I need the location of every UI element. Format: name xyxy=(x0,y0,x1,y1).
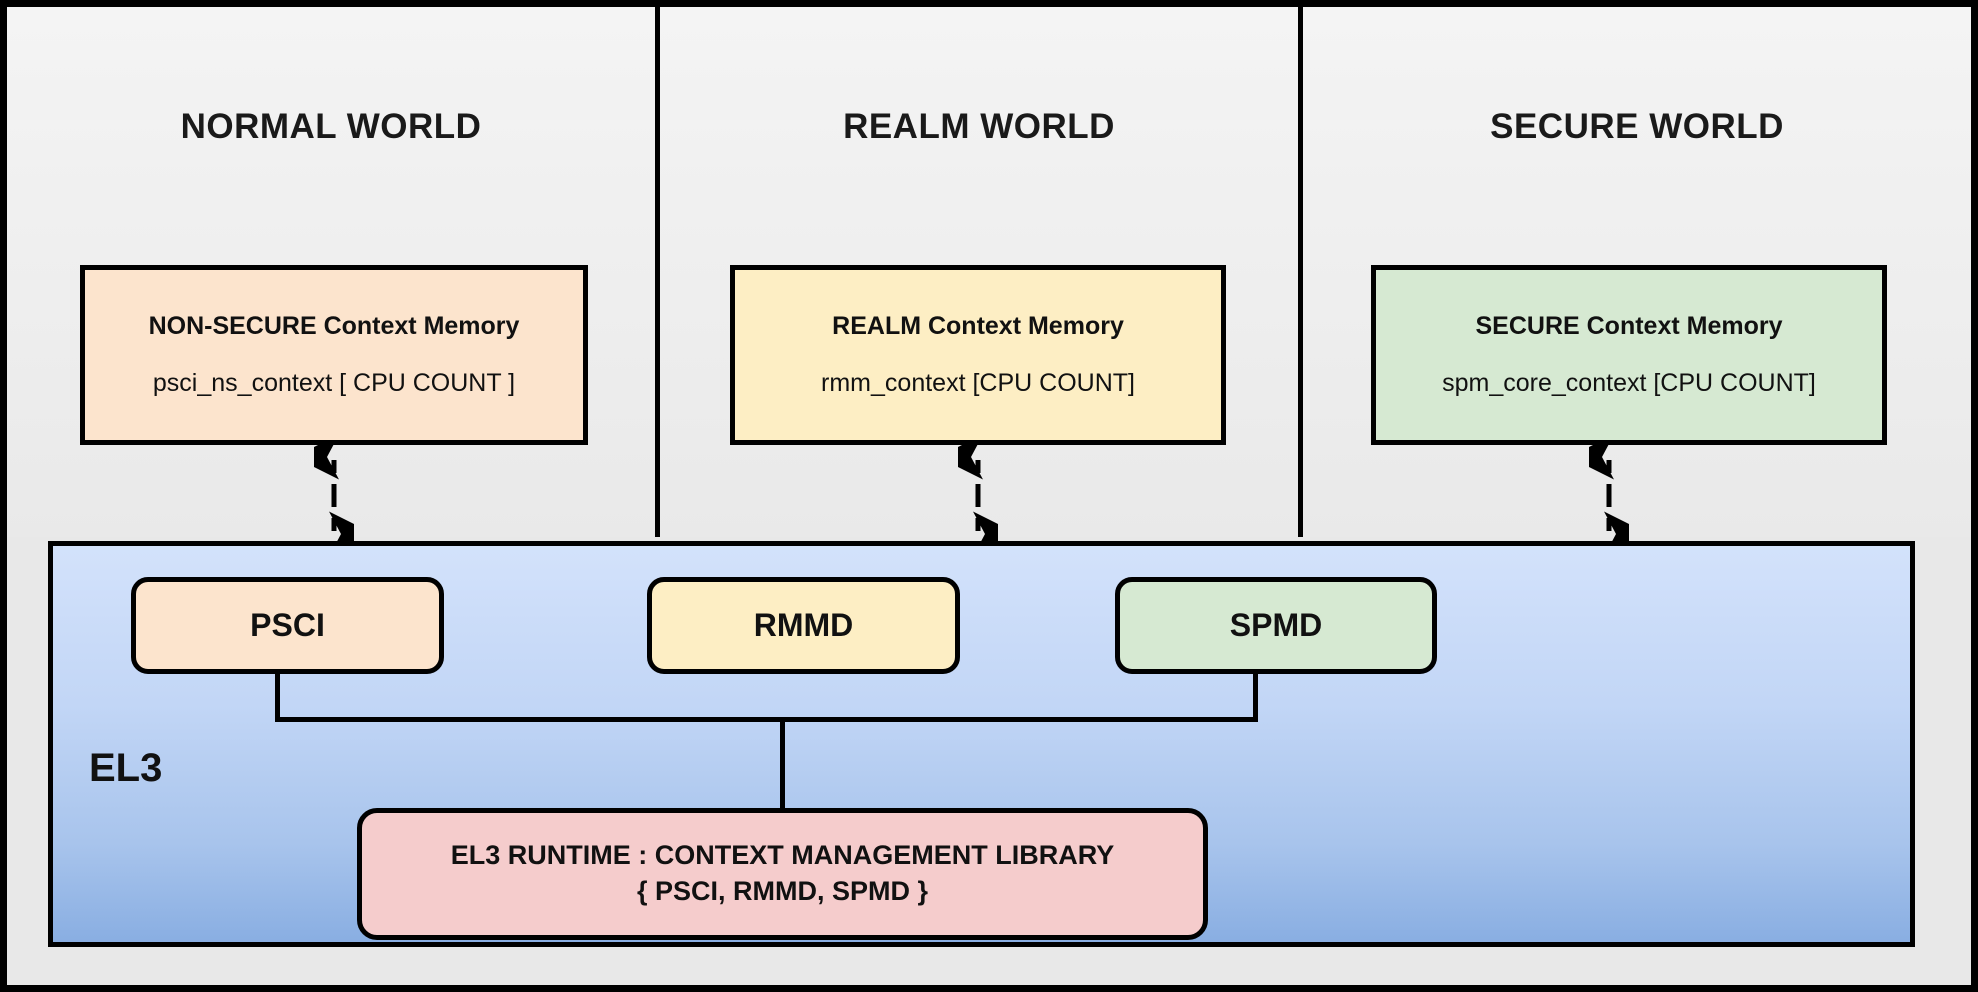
context-memory-subtitle-non-secure: psci_ns_context [ CPU COUNT ] xyxy=(152,369,516,397)
dispatcher-label-psci: PSCI xyxy=(250,607,325,643)
runtime-library-line-1: EL3 RUNTIME : CONTEXT MANAGEMENT LIBRARY xyxy=(450,840,1115,871)
context-memory-box-secure: SECURE Context Memory spm_core_context [… xyxy=(1371,265,1887,445)
dashed-double-arrow-secure xyxy=(1589,445,1629,546)
dispatcher-label-spmd: SPMD xyxy=(1229,607,1323,643)
context-memory-box-realm: REALM Context Memory rmm_context [CPU CO… xyxy=(730,265,1226,445)
world-title-realm: REALM WORLD xyxy=(843,107,1115,146)
connector-psci-vertical xyxy=(275,674,280,722)
el3-label: EL3 xyxy=(89,746,163,790)
world-divider-realm-secure xyxy=(1298,7,1303,537)
connector-horizontal-bar xyxy=(275,717,1258,722)
context-memory-title-secure: SECURE Context Memory xyxy=(1475,312,1783,340)
runtime-library-line-2: { PSCI, RMMD, SPMD } xyxy=(636,876,929,906)
context-memory-title-non-secure: NON-SECURE Context Memory xyxy=(148,312,520,340)
context-memory-subtitle-secure: spm_core_context [CPU COUNT] xyxy=(1442,369,1816,397)
el3-panel: EL3 PSCI RMMD SPMD EL3 RUNTIME : CONTEXT… xyxy=(48,541,1915,947)
dashed-double-arrow-realm xyxy=(958,445,998,546)
dispatcher-box-psci[interactable]: PSCI xyxy=(131,577,444,674)
dispatcher-label-rmmd: RMMD xyxy=(753,607,854,643)
context-memory-title-realm: REALM Context Memory xyxy=(832,312,1124,340)
world-title-normal: NORMAL WORLD xyxy=(180,107,482,146)
world-title-secure: SECURE WORLD xyxy=(1490,107,1784,146)
connector-center-vertical xyxy=(780,717,785,808)
el3-runtime-library-box[interactable]: EL3 RUNTIME : CONTEXT MANAGEMENT LIBRARY… xyxy=(357,808,1208,940)
dispatcher-box-spmd[interactable]: SPMD xyxy=(1115,577,1437,674)
context-memory-box-non-secure: NON-SECURE Context Memory psci_ns_contex… xyxy=(80,265,588,445)
connector-spmd-vertical xyxy=(1253,674,1258,722)
dispatcher-box-rmmd[interactable]: RMMD xyxy=(647,577,960,674)
dashed-double-arrow-non-secure xyxy=(314,445,354,546)
context-memory-subtitle-realm: rmm_context [CPU COUNT] xyxy=(821,369,1135,397)
world-divider-normal-realm xyxy=(655,7,660,537)
